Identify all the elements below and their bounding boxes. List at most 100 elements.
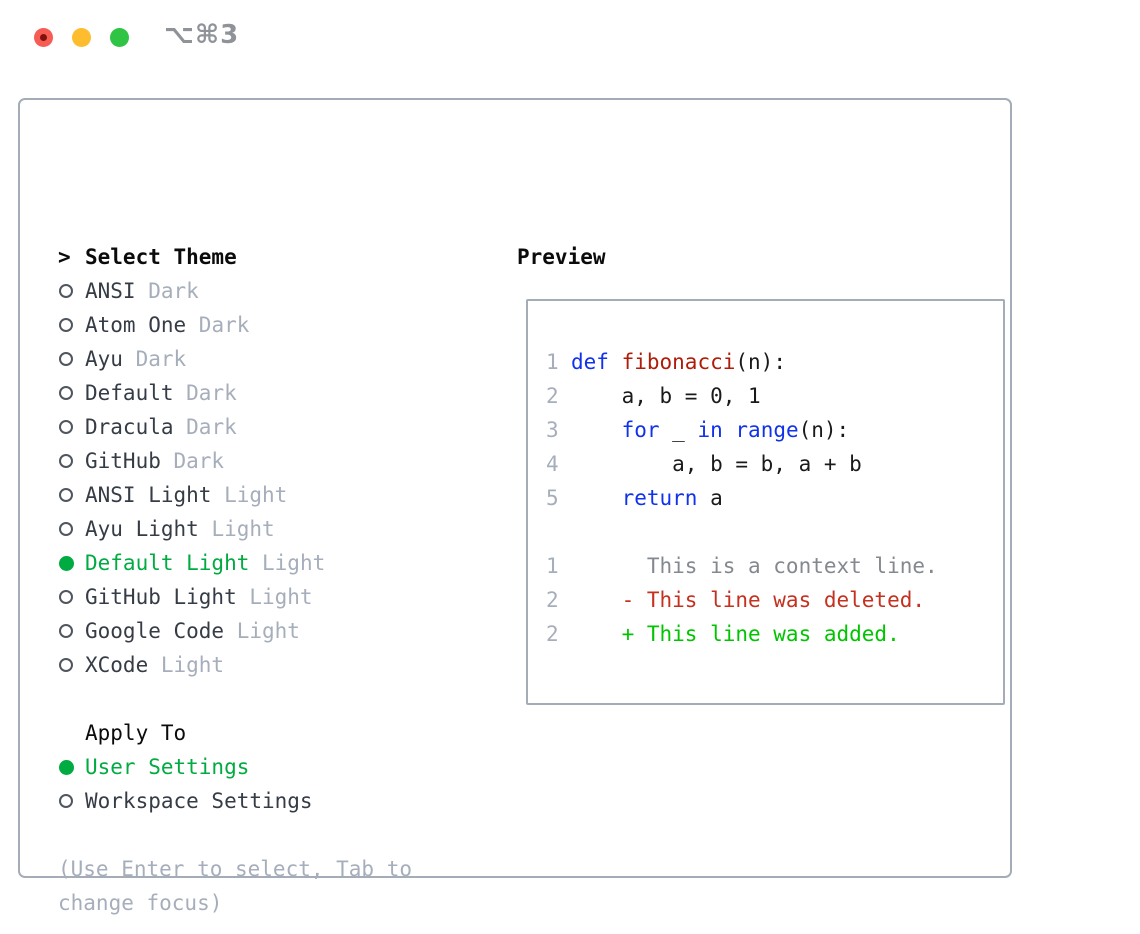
- radio-selected-icon: [58, 759, 85, 775]
- radio-icon: [58, 352, 85, 366]
- option-variant-label: Dark: [186, 313, 250, 337]
- code-token: a, b = 0, 1: [571, 384, 761, 408]
- code-token: [571, 481, 622, 515]
- line-number: 2: [546, 588, 559, 612]
- select-theme-heading-label: Select Theme: [85, 245, 237, 269]
- theme-option-ayu-light-light[interactable]: Ayu Light Light: [58, 512, 492, 546]
- code-token-added: + This line was added.: [571, 622, 900, 646]
- theme-option-xcode-light[interactable]: XCode Light: [58, 648, 492, 682]
- option-variant-label: Light: [211, 483, 288, 507]
- option-label: ANSI: [85, 279, 136, 303]
- code-token-keyword: for: [621, 418, 660, 442]
- code-token: a: [697, 486, 723, 510]
- preview-line-5: 5 return a: [546, 481, 1003, 515]
- option-variant-label: Dark: [122, 347, 187, 371]
- theme-option-atom-one-dark[interactable]: Atom One Dark: [58, 308, 492, 342]
- theme-option-google-code-light[interactable]: Google Code Light: [58, 614, 492, 648]
- option-variant-label: Light: [224, 619, 300, 643]
- line-number: 2: [546, 384, 559, 408]
- option-label: Workspace Settings: [85, 789, 313, 813]
- zoom-button[interactable]: [110, 28, 129, 47]
- option-label: Ayu: [85, 347, 123, 371]
- option-variant-label: Dark: [160, 449, 225, 473]
- option-variant-label: Light: [148, 653, 225, 677]
- theme-option-ansi-dark[interactable]: ANSI Dark: [58, 274, 492, 308]
- option-label: Default: [85, 381, 174, 405]
- theme-option-dracula-dark[interactable]: Dracula Dark: [58, 410, 492, 444]
- line-number: [546, 515, 571, 549]
- code-token: [609, 345, 622, 379]
- code-token: (n):: [798, 418, 850, 442]
- option-label: Dracula: [85, 415, 174, 439]
- option-label: XCode: [85, 653, 149, 677]
- theme-option-ayu-dark[interactable]: Ayu Dark: [58, 342, 492, 376]
- option-variant-label: Light: [198, 517, 275, 541]
- line-number: 5: [546, 486, 559, 510]
- code-token-keyword: return: [621, 486, 698, 510]
- code-token-keyword: in: [697, 418, 723, 442]
- code-token-keyword: range: [735, 418, 799, 442]
- option-label: Default Light: [85, 551, 250, 575]
- option-variant-label: Light: [249, 551, 326, 575]
- radio-icon: [58, 488, 85, 502]
- code-token: _: [659, 418, 698, 442]
- theme-option-ansi-light-light[interactable]: ANSI Light Light: [58, 478, 492, 512]
- apply-to-heading-label: Apply To: [85, 721, 187, 745]
- option-label: ANSI Light: [85, 483, 212, 507]
- theme-option-github-dark[interactable]: GitHub Dark: [58, 444, 492, 478]
- line-number: 1: [546, 554, 559, 578]
- preview-line-1: 1 def fibonacci(n):: [546, 345, 1003, 379]
- preview-line-8: 2 - This line was deleted.: [546, 583, 1003, 617]
- radio-icon: [58, 624, 85, 638]
- radio-icon: [58, 658, 85, 672]
- radio-icon: [58, 386, 85, 400]
- apply-to-heading: Apply To: [58, 716, 492, 750]
- close-button[interactable]: [34, 28, 53, 47]
- line-number: 1: [546, 350, 559, 374]
- option-label: User Settings: [85, 755, 250, 779]
- code-token-deleted: - This line was deleted.: [571, 588, 926, 612]
- radio-icon: [58, 318, 85, 332]
- code-token: [571, 413, 622, 447]
- select-theme-heading: > Select Theme: [58, 240, 492, 274]
- option-label: GitHub Light: [85, 585, 237, 609]
- minimize-button[interactable]: [72, 28, 91, 47]
- line-number: 2: [546, 622, 559, 646]
- code-token: [723, 413, 736, 447]
- option-label: Google Code: [85, 619, 225, 643]
- radio-icon: [58, 454, 85, 468]
- window-title: ⌥⌘3: [164, 20, 240, 50]
- line-number: 3: [546, 418, 559, 442]
- theme-option-default-light-light[interactable]: Default Light Light: [58, 546, 492, 580]
- preview-line-3: 3 for _ in range(n):: [546, 413, 1003, 447]
- prompt-icon: >: [58, 245, 71, 269]
- option-label: Atom One: [85, 313, 187, 337]
- line-number: 4: [546, 452, 559, 476]
- code-token-keyword: def: [571, 350, 609, 374]
- option-label: GitHub: [85, 449, 161, 473]
- radio-icon: [58, 794, 85, 808]
- code-token-context: This is a context line.: [571, 554, 938, 578]
- preview-line-6: [546, 515, 1003, 549]
- option-variant-label: Dark: [173, 381, 237, 405]
- theme-option-github-light-light[interactable]: GitHub Light Light: [58, 580, 492, 614]
- option-label: Ayu Light: [85, 517, 199, 541]
- radio-icon: [58, 590, 85, 604]
- preview-line-7: 1 This is a context line.: [546, 549, 1003, 583]
- radio-icon: [58, 284, 85, 298]
- option-variant-label: Light: [236, 585, 313, 609]
- code-token: (n):: [735, 350, 786, 374]
- theme-option-default-dark[interactable]: Default Dark: [58, 376, 492, 410]
- option-variant-label: Dark: [173, 415, 237, 439]
- apply-option-workspace-settings[interactable]: Workspace Settings: [58, 784, 492, 818]
- apply-option-user-settings[interactable]: User Settings: [58, 750, 492, 784]
- code-token-function_name: fibonacci: [621, 350, 736, 374]
- radio-icon: [58, 420, 85, 434]
- radio-selected-icon: [58, 555, 85, 571]
- preview-line-2: 2 a, b = 0, 1: [546, 379, 1003, 413]
